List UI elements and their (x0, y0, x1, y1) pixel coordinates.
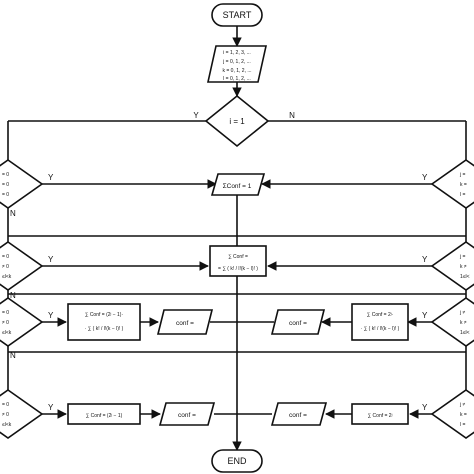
input-parallelogram: i = 1, 2, 3, ... j = 0, 1, 2, ... k = 0,… (207, 45, 267, 83)
svg-text:Y: Y (422, 173, 428, 182)
decision-main: i = 1 Y N (193, 94, 295, 148)
svg-text:= 0: = 0 (2, 172, 9, 178)
left-decision-3: = 0 ≠ 0 ≤l<k Y N (0, 297, 54, 360)
svg-text:= 0: = 0 (2, 182, 9, 188)
input-i: i = 1, 2, 3, ... (223, 50, 251, 56)
start-label: START (223, 10, 252, 20)
left-conf-row4: conf = (158, 402, 216, 426)
svg-text:1≤l<: 1≤l< (460, 274, 470, 280)
svg-text:Y: Y (48, 173, 54, 182)
svg-text:k ≠: k ≠ (460, 264, 467, 270)
svg-text:· ∑ ( k! / l!(k − l)! ): · ∑ ( k! / l!(k − l)! ) (361, 326, 400, 332)
svg-text:∑ Conf = 2ʲ·: ∑ Conf = 2ʲ· (367, 312, 394, 318)
svg-text:= 0: = 0 (2, 254, 9, 260)
connector-lines (7, 26, 467, 451)
svg-text:Y: Y (48, 403, 54, 412)
svg-text:≠ 0: ≠ 0 (2, 264, 9, 270)
svg-text:= 0: = 0 (2, 192, 9, 198)
end-label: END (227, 456, 247, 466)
svg-text:j ≠: j ≠ (459, 402, 466, 408)
svg-text:N: N (10, 291, 16, 300)
input-j: j = 0, 1, 2, ... (222, 59, 251, 65)
svg-text:ΣConf = 1: ΣConf = 1 (223, 183, 252, 190)
input-k: k = 0, 1, 2, ... (222, 68, 251, 74)
svg-text:∑ Conf = (2ʲ − 1): ∑ Conf = (2ʲ − 1) (86, 413, 123, 419)
svg-text:N: N (10, 351, 16, 360)
svg-text:· ∑ ( k! / l!(k − l)! ): · ∑ ( k! / l!(k − l)! ) (85, 326, 124, 332)
right-decision-1: j = k = l = Y (422, 159, 474, 209)
left-decision-2: = 0 ≠ 0 ≤l<k Y N (0, 241, 54, 300)
svg-text:Y: Y (422, 255, 428, 264)
end-terminator: END (211, 449, 263, 473)
svg-text:k =: k = (460, 182, 467, 188)
decision-main-label: i = 1 (229, 117, 245, 126)
svg-text:Y: Y (422, 403, 428, 412)
svg-text:l =: l = (460, 192, 466, 198)
svg-text:= 0: = 0 (2, 310, 9, 316)
right-decision-2: j = k ≠ 1≤l< Y (422, 241, 474, 291)
left-conf-row3: conf = (156, 309, 214, 335)
svg-text:conf =: conf = (289, 412, 307, 419)
svg-text:∑ Conf =: ∑ Conf = (228, 254, 248, 260)
svg-text:Y: Y (48, 255, 54, 264)
right-conf-row4: conf = (270, 402, 328, 426)
svg-text:≤l<k: ≤l<k (2, 274, 12, 280)
input-l: l = 0, 1, 2, ... (223, 76, 251, 82)
svg-text:k ≠: k ≠ (460, 320, 467, 326)
svg-text:N: N (10, 209, 16, 218)
right-conf-row3: conf = (270, 309, 326, 335)
svg-text:≠ 0: ≠ 0 (2, 320, 9, 326)
start-terminator: START (211, 3, 263, 27)
output-conf-sum: ∑ Conf = = ∑ ( k! / l!(k − l)! ) (209, 245, 267, 277)
left-decision-4: = 0 ≠ 0 ≤l<k Y (0, 389, 54, 439)
output-conf-one: ΣConf = 1 (210, 173, 266, 196)
svg-text:≤l<k: ≤l<k (2, 330, 12, 336)
right-formula-row3: ∑ Conf = 2ʲ· · ∑ ( k! / l!(k − l)! ) (351, 303, 409, 341)
svg-text:≤l<k: ≤l<k (2, 422, 12, 428)
svg-text:j ≠: j ≠ (459, 310, 466, 316)
left-formula-row4: ∑ Conf = (2ʲ − 1) (67, 403, 141, 425)
svg-text:≠ 0: ≠ 0 (2, 412, 9, 418)
svg-text:∑ Conf = 2ʲ: ∑ Conf = 2ʲ (368, 413, 393, 419)
svg-text:conf =: conf = (176, 320, 194, 327)
svg-text:Y: Y (422, 311, 428, 320)
svg-text:conf =: conf = (289, 320, 307, 327)
svg-text:1≤l<: 1≤l< (460, 330, 470, 336)
svg-text:j =: j = (459, 254, 466, 260)
right-decision-3: j ≠ k ≠ 1≤l< Y (422, 297, 474, 347)
svg-text:∑ Conf = (2ʲ − 1)·: ∑ Conf = (2ʲ − 1)· (85, 312, 124, 318)
svg-text:j =: j = (459, 172, 466, 178)
right-decision-4: j ≠ k = l = Y (422, 389, 474, 439)
left-decision-1: = 0 = 0 = 0 Y N (0, 159, 54, 218)
decision-main-yes: Y (193, 111, 199, 120)
svg-text:= 0: = 0 (2, 402, 9, 408)
svg-text:conf =: conf = (178, 412, 196, 419)
right-formula-row4: ∑ Conf = 2ʲ (351, 403, 409, 425)
decision-main-no: N (289, 111, 295, 120)
left-formula-row3: ∑ Conf = (2ʲ − 1)· · ∑ ( k! / l!(k − l)!… (67, 303, 141, 341)
svg-text:l =: l = (460, 422, 466, 428)
svg-text:= ∑ ( k! / l!(k − l)! ): = ∑ ( k! / l!(k − l)! ) (218, 266, 258, 272)
svg-text:Y: Y (48, 311, 54, 320)
svg-text:k =: k = (460, 412, 467, 418)
